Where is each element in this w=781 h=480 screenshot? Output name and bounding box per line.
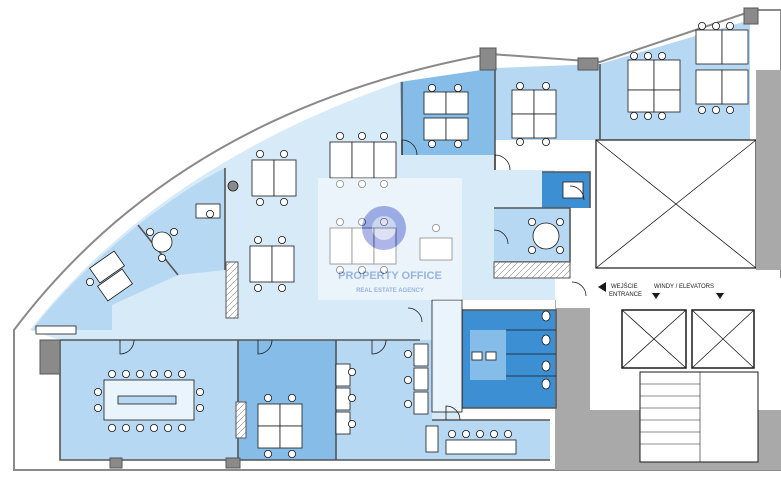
open-space (30, 68, 555, 420)
triangle-down-icon (652, 293, 660, 299)
stairs (639, 371, 759, 463)
partition-hatch-2 (235, 401, 247, 439)
stair-treads (640, 372, 701, 462)
entrance-label-en: ENTRANCE (609, 292, 642, 298)
triangle-left-icon (598, 282, 606, 292)
partition-hatch (225, 261, 239, 319)
watermark-tagline: REAL ESTATE AGENCY (356, 288, 424, 294)
entrance-corridor (556, 278, 781, 308)
columns (39, 7, 759, 469)
round-table-west (151, 231, 173, 253)
door-swings (119, 139, 587, 421)
desk-column-south-2 (335, 343, 439, 453)
elevators-label: WINDY / ELEVATORS (652, 284, 724, 299)
desk-cluster-north-1 (423, 91, 469, 141)
storage-strip (493, 261, 571, 279)
column-round (227, 180, 239, 192)
watermark-name: PROPERTY OFFICE (338, 270, 442, 282)
entrance-label-pl: WEJŚCIE (611, 282, 638, 290)
desk-cluster-south-1 (257, 403, 303, 449)
washroom-fixtures (471, 310, 556, 390)
desk-cluster-north-east (627, 29, 749, 113)
desk-west (35, 203, 221, 335)
kitchen-counter (445, 439, 517, 455)
entrance-label: WEJŚCIE ENTRANCE (598, 282, 642, 298)
elevators-label-text: WINDY / ELEVATORS (654, 284, 714, 290)
building-core (555, 70, 781, 470)
triangle-down-icon (716, 293, 724, 299)
desk-cluster-center-top (251, 141, 397, 197)
round-table-meeting (532, 222, 560, 250)
desk-cluster-north-2 (511, 89, 557, 139)
watermark: PROPERTY OFFICE REAL ESTATE AGENCY (318, 178, 462, 300)
watermark-logo-icon (362, 206, 406, 250)
